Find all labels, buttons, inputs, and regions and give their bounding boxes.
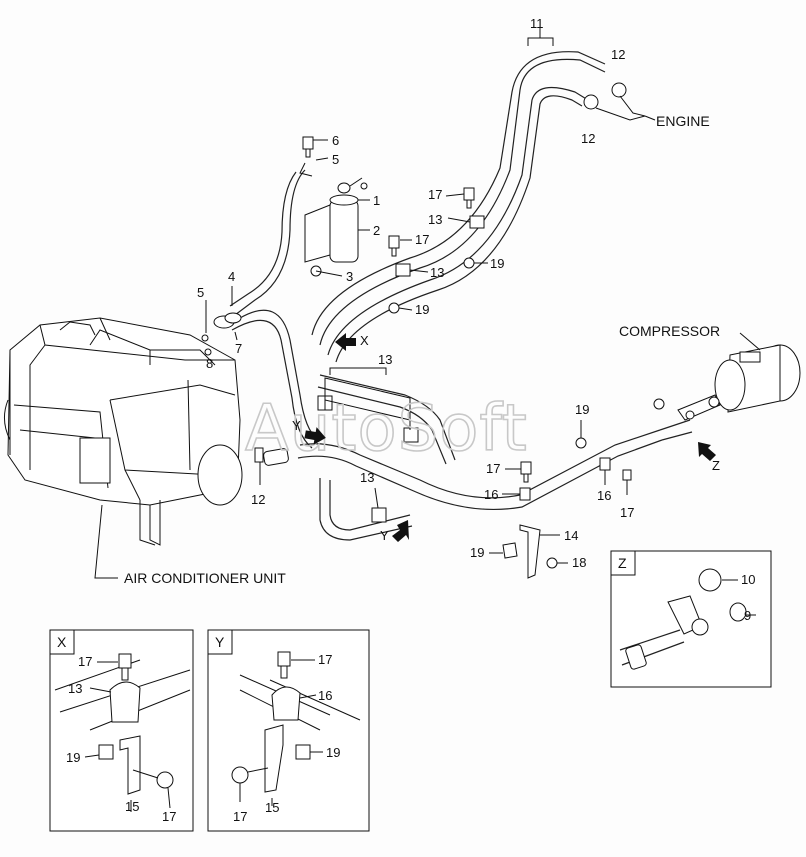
air-conditioner-unit <box>4 317 243 546</box>
callout-10: 10 <box>741 572 755 587</box>
view-arrows <box>304 333 716 542</box>
view-x-arrow <box>335 333 356 351</box>
receiver-drier <box>304 177 368 277</box>
engine-fittings <box>583 82 646 121</box>
callout-2: 2 <box>373 223 380 238</box>
callout-7: 7 <box>235 341 242 356</box>
callout-17: 17 <box>415 232 429 247</box>
callout-17: 17 <box>428 187 442 202</box>
callout-17: 17 <box>162 809 176 824</box>
callout-19: 19 <box>490 256 504 271</box>
callout-3: 3 <box>346 269 353 284</box>
callout-13: 13 <box>430 265 444 280</box>
leader-lines <box>94 28 761 579</box>
callout-6: 6 <box>332 133 339 148</box>
bracket-14 <box>502 524 558 579</box>
callout-8: 8 <box>206 356 213 371</box>
callout-12: 12 <box>611 47 625 62</box>
view-y-indicator-2: Y <box>380 528 389 543</box>
callout-15: 15 <box>265 800 279 815</box>
callout-5: 5 <box>197 285 204 300</box>
view-z-title: Z <box>618 555 627 571</box>
callout-16: 16 <box>597 488 611 503</box>
callout-14: 14 <box>564 528 578 543</box>
view-z-arrow <box>698 442 716 461</box>
fasteners <box>201 136 632 483</box>
callout-11: 11 <box>530 16 544 31</box>
ac-unit-label: AIR CONDITIONER UNIT <box>124 570 286 586</box>
callout-17: 17 <box>318 652 332 667</box>
callout-13: 13 <box>360 470 374 485</box>
watermark: AutoSoft <box>245 392 528 466</box>
engine-label: ENGINE <box>656 113 710 129</box>
callout-17: 17 <box>78 654 92 669</box>
callout-1: 1 <box>373 193 380 208</box>
view-x-title: X <box>57 634 67 650</box>
view-z-indicator: Z <box>712 458 720 473</box>
callout-19: 19 <box>575 402 589 417</box>
view-y-title: Y <box>215 634 225 650</box>
view-x-indicator: X <box>360 333 369 348</box>
callout-19: 19 <box>66 750 80 765</box>
callout-13: 13 <box>68 681 82 696</box>
callout-15: 15 <box>125 799 139 814</box>
callout-17: 17 <box>486 461 500 476</box>
callout-19: 19 <box>415 302 429 317</box>
view-y-indicator: Y <box>292 418 301 433</box>
bracket-center <box>324 377 411 430</box>
callout-5: 5 <box>332 152 339 167</box>
callout-12: 12 <box>251 492 265 507</box>
detail-view-z: Z 10 9 <box>610 550 772 688</box>
detail-view-x: X 17 13 19 15 17 <box>49 629 194 832</box>
callout-12: 12 <box>581 131 595 146</box>
detail-view-y: Y 17 16 19 15 17 <box>207 629 370 832</box>
view-y-arrow-1 <box>304 427 326 445</box>
callout-13: 13 <box>378 352 392 367</box>
callout-13: 13 <box>428 212 442 227</box>
callout-16: 16 <box>318 688 332 703</box>
refrigerant-lines <box>229 51 693 541</box>
callout-9: 9 <box>744 608 751 623</box>
compressor-label: COMPRESSOR <box>619 323 720 339</box>
compressor <box>653 344 801 421</box>
callout-17: 17 <box>620 505 634 520</box>
callout-19: 19 <box>326 745 340 760</box>
callout-18: 18 <box>572 555 586 570</box>
callout-17: 17 <box>233 809 247 824</box>
callout-4: 4 <box>228 269 235 284</box>
view-y-arrow-2 <box>392 520 409 542</box>
callout-16: 16 <box>484 487 498 502</box>
callout-19: 19 <box>470 545 484 560</box>
callout-labels: 11 12 12 ENGINE 6 5 1 2 3 4 5 7 8 17 13 … <box>124 16 720 586</box>
